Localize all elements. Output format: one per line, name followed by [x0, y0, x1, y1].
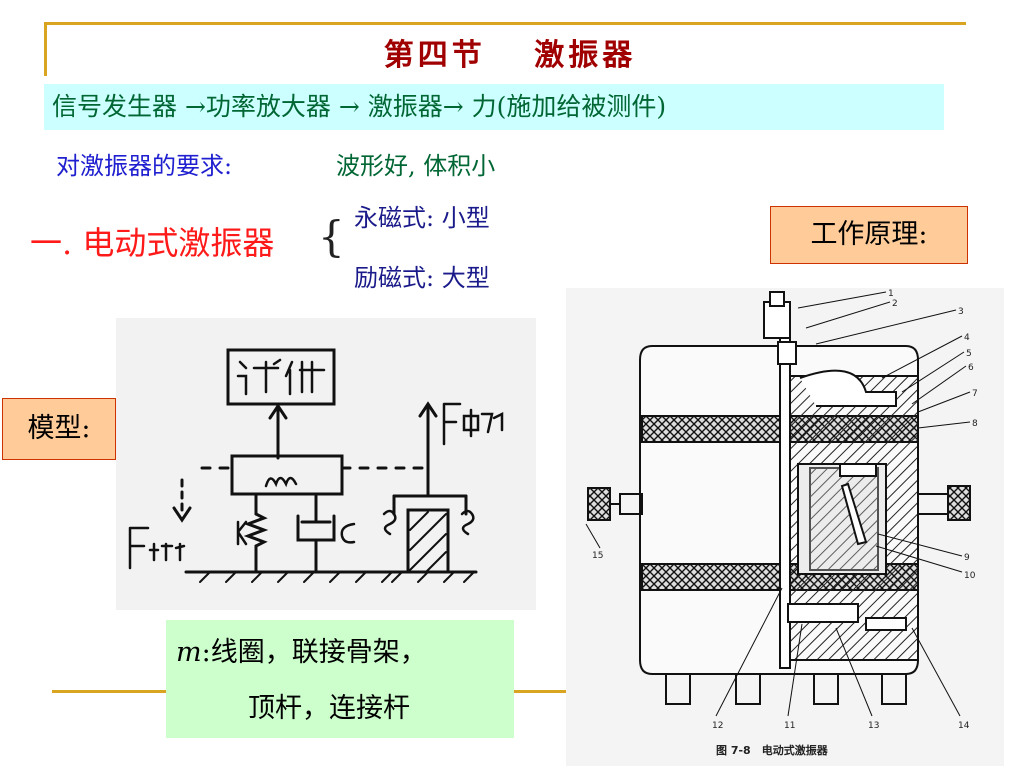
type-permanent-magnet: 永磁式: 小型 [354, 204, 490, 232]
top-rule [44, 22, 966, 25]
handwritten-label-k [236, 520, 248, 546]
callout-7: 7 [972, 389, 978, 399]
handwritten-label-mass [264, 476, 298, 488]
requirement-label: 对激振器的要求: [56, 152, 233, 180]
callout-6: 6 [968, 363, 974, 373]
handwritten-label-specimen [236, 358, 326, 396]
caption-m-symbol: m [176, 637, 202, 668]
callout-10: 10 [964, 571, 976, 581]
exciter-cross-section-figure: 1 2 3 4 5 6 7 8 9 10 11 12 13 14 15 图 7-… [566, 288, 1004, 766]
callout-14: 14 [958, 721, 970, 731]
specimen-box [226, 348, 336, 406]
slide-title: 第四节 激振器 [383, 38, 637, 73]
model-sketch-drawing [128, 348, 504, 583]
caption-line-1-text: :线圈，联接骨架， [201, 637, 427, 668]
callout-2: 2 [892, 299, 898, 309]
brace-symbol: { [318, 212, 345, 261]
bottom-rule-mid [514, 690, 566, 693]
section-heading: 一. 电动式激振器 [30, 224, 275, 262]
exciter-drawing: 1 2 3 4 5 6 7 8 9 10 11 12 13 14 15 图 7-… [585, 289, 978, 757]
callout-11: 11 [784, 721, 795, 731]
model-badge: 模型: [2, 398, 116, 460]
bottom-rule-left [52, 690, 166, 693]
mass-box [230, 454, 344, 496]
callout-5: 5 [966, 349, 972, 359]
callout-9: 9 [964, 553, 970, 563]
model-label: 模型: [27, 413, 91, 444]
callout-8: 8 [972, 419, 978, 429]
principle-label: 工作原理: [810, 219, 928, 250]
signal-chain-text: 信号发生器 →功率放大器 → 激振器→ 力(施加给被测件) [52, 92, 667, 121]
caption-line-1: m:线圈，联接骨架， [176, 630, 427, 669]
requirement-value: 波形好, 体积小 [336, 152, 496, 180]
callout-4: 4 [964, 333, 970, 343]
callout-13: 13 [868, 721, 879, 731]
left-rule [44, 22, 47, 76]
type-excitation: 励磁式: 大型 [354, 264, 490, 292]
caption-line-2: 顶杆，连接杆 [248, 693, 410, 724]
callout-12: 12 [712, 721, 723, 731]
mass-caption-box: m:线圈，联接骨架， 顶杆，连接杆 [166, 620, 514, 738]
handwritten-label-f-electro [442, 402, 504, 446]
signal-chain-box: 信号发生器 →功率放大器 → 激振器→ 力(施加给被测件) [44, 84, 944, 130]
handwritten-label-f-inertia [128, 526, 186, 570]
principle-badge: 工作原理: [770, 206, 968, 264]
handwritten-label-c [340, 522, 356, 544]
model-sketch [116, 318, 536, 610]
callout-15: 15 [592, 551, 603, 561]
callout-1: 1 [888, 289, 894, 299]
callout-3: 3 [958, 307, 964, 317]
figure-caption: 图 7-8 电动式激振器 [716, 743, 829, 757]
